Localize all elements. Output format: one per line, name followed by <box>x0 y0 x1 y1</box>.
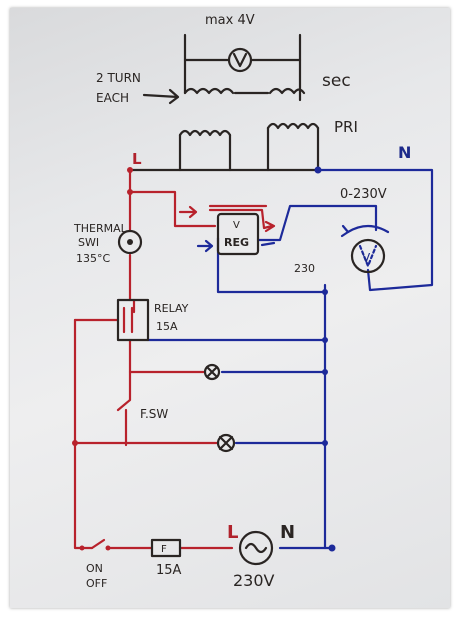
fuse <box>150 538 182 558</box>
secondary-voltmeter-icon <box>227 47 253 73</box>
meter-symbol-label: V <box>362 251 371 265</box>
thermal-switch <box>117 229 143 255</box>
off-label: OFF <box>86 577 107 590</box>
on-off-switch <box>90 538 106 550</box>
indicator-lamp <box>203 363 221 381</box>
primary-label: PRI <box>334 118 358 136</box>
thermal-temp-label: 135°C <box>76 252 110 265</box>
secondary-winding <box>142 33 306 105</box>
primary-winding <box>127 122 322 174</box>
thermal-label: THERMAL <box>73 222 128 235</box>
regulator <box>208 204 268 256</box>
meter-230-label: 230 <box>294 262 315 275</box>
fuse-rating-label: 15A <box>156 563 182 578</box>
supply-voltage-label: 230V <box>233 571 275 590</box>
fuse-label: F <box>161 544 167 555</box>
output-range-label: 0-230V <box>340 187 387 202</box>
load-lamp <box>216 433 236 453</box>
secondary-label: sec <box>322 71 351 91</box>
on-label: ON <box>86 562 103 575</box>
turns-label: 2 TURN <box>96 71 141 85</box>
in-arrow-icon <box>196 239 214 253</box>
arrow-icon <box>142 88 180 105</box>
relay <box>116 298 150 342</box>
ac-source <box>238 530 274 566</box>
turns-each-label: EACH <box>96 91 129 105</box>
max-voltage-label: max 4V <box>205 13 255 28</box>
line-label-top: L <box>132 150 142 168</box>
neutral-wiring <box>146 168 434 552</box>
output-voltmeter <box>340 224 390 274</box>
line-label-bottom: L <box>227 522 238 543</box>
neutral-label-top: N <box>398 143 411 162</box>
live-wiring <box>72 168 276 551</box>
regulator-v-label: V <box>233 220 240 231</box>
neutral-label-bottom: N <box>280 522 295 543</box>
paper-sheet <box>10 8 450 608</box>
relay-label: RELAY <box>154 302 189 315</box>
relay-rating-label: 15A <box>156 320 178 333</box>
regulator-label: REG <box>224 236 249 249</box>
thermal-switch-label: SWI <box>78 236 99 249</box>
float-switch-label: F.SW <box>140 407 168 421</box>
